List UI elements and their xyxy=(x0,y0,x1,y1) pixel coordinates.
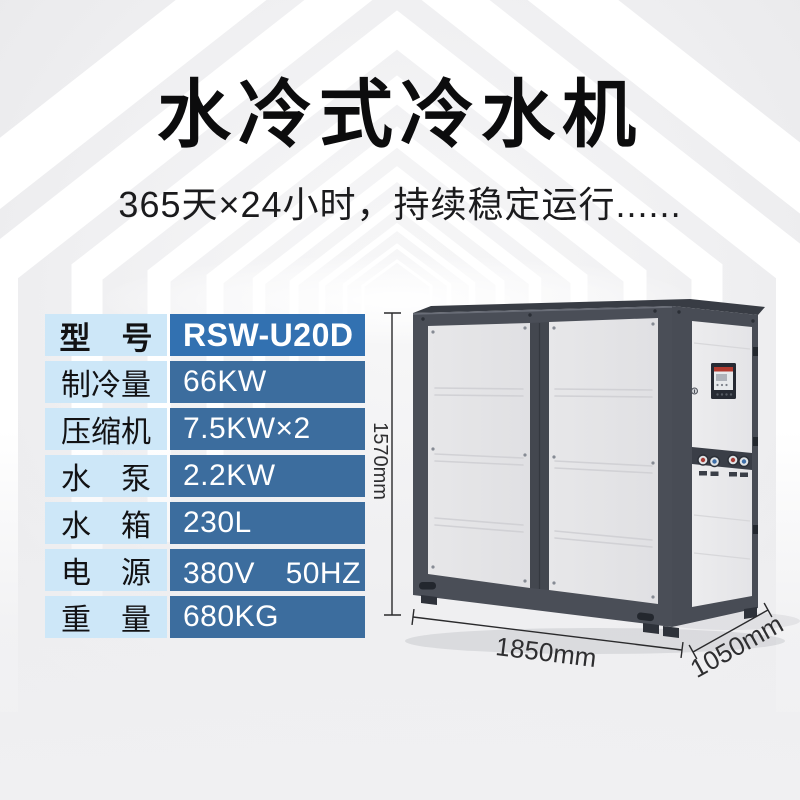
spec-value: RSW-U20D xyxy=(170,314,365,356)
control-panel xyxy=(711,363,736,399)
screen-header xyxy=(714,367,733,372)
spec-value: 230L xyxy=(170,502,365,544)
spec-value: 7.5KW×2 xyxy=(170,408,365,450)
spec-label: 型 号 xyxy=(45,314,167,356)
page-subtitle: 365天×24小时，持续稳定运行...... xyxy=(118,183,682,225)
machine-top-face xyxy=(413,299,765,315)
dimension-height xyxy=(384,312,401,616)
spec-row-water-tank: 水 箱 230L xyxy=(45,502,365,544)
frame-bolts xyxy=(421,309,755,323)
dimension-height-label: 1570mm xyxy=(369,422,391,500)
machine-feet xyxy=(421,595,757,638)
spec-value: 66KW xyxy=(170,361,365,403)
spec-value: 380V 50HZ xyxy=(170,549,365,591)
spec-row-model: 型 号 RSW-U20D xyxy=(45,314,365,356)
dimension-width xyxy=(411,608,684,659)
spec-label: 压缩机 xyxy=(45,408,167,450)
spec-row-water-pump: 水 泵 2.2KW xyxy=(45,455,365,497)
spec-row-weight: 重 量 680KG xyxy=(45,596,365,638)
spec-label: 水 箱 xyxy=(45,502,167,544)
spec-value: 680KG xyxy=(170,596,365,638)
pressure-gauges xyxy=(692,447,752,477)
gauge-red-1 xyxy=(697,454,709,466)
spec-label: 电 源 xyxy=(45,549,167,591)
spec-row-compressor: 压缩机 7.5KW×2 xyxy=(45,408,365,450)
spec-row-cooling-capacity: 制冷量 66KW xyxy=(45,361,365,403)
chiller-illustration: 1570mm 1850mm 1050mm xyxy=(369,299,800,684)
gauge-blue-2 xyxy=(738,455,750,468)
dimension-depth xyxy=(688,602,773,660)
spec-value: 2.2KW xyxy=(170,455,365,497)
header: 水冷式冷水机 365天×24小时，持续稳定运行...... xyxy=(0,76,800,228)
panel-grooves-right xyxy=(554,388,653,548)
spec-label: 重 量 xyxy=(45,596,167,638)
panel-grooves-left xyxy=(434,387,524,533)
page-title: 水冷式冷水机 xyxy=(157,73,643,156)
base-slot-right xyxy=(637,612,655,622)
spec-table: 型 号 RSW-U20D 制冷量 66KW 压缩机 7.5KW×2 水 泵 2.… xyxy=(45,314,365,638)
base-slot-left xyxy=(419,582,436,590)
panel-screws xyxy=(431,322,655,599)
spec-label: 制冷量 xyxy=(45,361,167,403)
spec-row-power-supply: 电 源 380V 50HZ xyxy=(45,549,365,591)
gauge-blue-1 xyxy=(708,455,721,468)
spec-label: 水 泵 xyxy=(45,455,167,497)
machine-front-face xyxy=(412,306,755,627)
gauge-red-2 xyxy=(727,454,739,466)
